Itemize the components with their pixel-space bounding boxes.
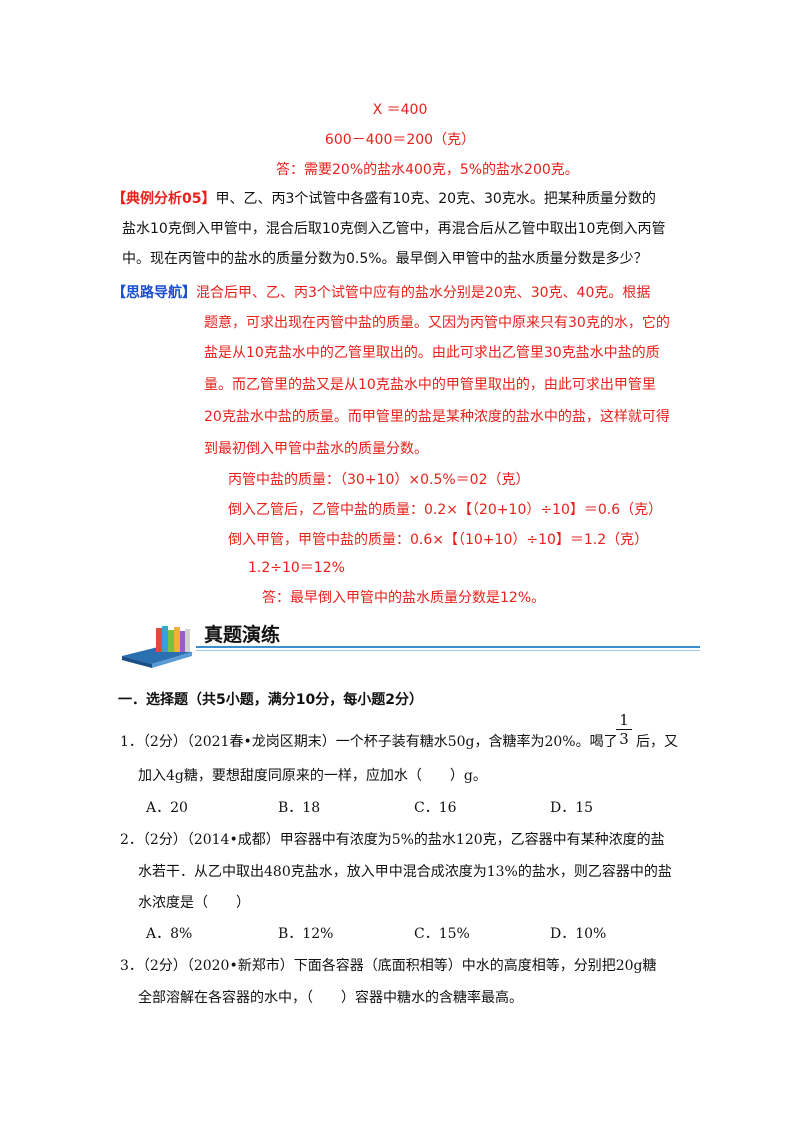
guide-calc-2: 倒入乙管后，乙管中盐的质量：0.2×【（20+10）÷10】＝0.6（克） <box>228 502 663 518</box>
q3-line-2: 全部溶解在各容器的水中，（ ）容器中糖水的含糖率最高。 <box>138 990 523 1006</box>
guide-calc-3: 倒入甲管，甲管中盐的质量：0.6×【（10+10）÷10】＝1.2（克） <box>228 532 649 548</box>
q1-line-2: 加入4g糖，要想甜度同原来的一样，应加水（ ）g。 <box>138 768 487 784</box>
q2-line-3: 水浓度是（ ） <box>138 895 250 911</box>
example-tag: 【典例分析05】 <box>112 191 216 207</box>
guide-line-1: 【思路导航】混合后甲、乙、丙3个试管中应有的盐水分别是20克、30克、40克。根… <box>112 283 650 303</box>
example-text-1: 甲、乙、丙3个试管中各盛有10克、20克、30克水。把某种质量分数的 <box>215 191 656 207</box>
q2-option-b[interactable]: B．12% <box>278 926 334 942</box>
guide-calc-4: 1.2÷10＝12% <box>248 560 345 576</box>
solution-line-subtract: 600－400＝200（克） <box>324 132 476 148</box>
q2-options: A．8% B．12% C．15% D．10% <box>0 924 800 944</box>
guide-text-6: 到最初倒入甲管中盐水的质量分数。 <box>204 441 428 457</box>
q1-line-1-tail: 后，又 <box>636 734 678 750</box>
section-rule <box>196 646 700 648</box>
part-heading: 一．选择题（共5小题，满分10分，每小题2分） <box>118 692 423 708</box>
example-line-2: 盐水10克倒入甲管中，混合后取10克倒入乙管中，再混合后从乙管中取出10克倒入丙… <box>122 221 666 237</box>
example-line-1: 【典例分析05】甲、乙、丙3个试管中各盛有10克、20克、30克水。把某种质量分… <box>112 189 656 209</box>
example-line-3: 中。现在丙管中的盐水的质量分数为0.5%。最早倒入甲管中的盐水质量分数是多少？ <box>122 251 648 267</box>
section-title: 真题演练 <box>204 624 281 646</box>
q2-option-c[interactable]: C．15% <box>414 926 470 942</box>
q2-option-a[interactable]: A．8% <box>146 926 193 942</box>
solution-line-x: X ＝400 <box>372 102 428 118</box>
guide-tag: 【思路导航】 <box>112 285 196 301</box>
q1-option-d[interactable]: D．15 <box>550 800 594 816</box>
guide-answer: 答：最早倒入甲管中的盐水质量分数是12%。 <box>262 590 546 606</box>
q1-option-c[interactable]: C．16 <box>414 800 457 816</box>
q1-fraction-numerator: 1 <box>619 711 629 729</box>
q1-option-b[interactable]: B．18 <box>278 800 321 816</box>
section-rule-light <box>196 650 700 651</box>
q1-options: A．20 B．18 C．16 D．15 <box>0 798 800 818</box>
guide-text-3: 盐是从10克盐水中的乙管里取出的。由此可求出乙管里30克盐水中盐的质 <box>204 345 660 361</box>
solution-answer: 答：需要20%的盐水400克，5%的盐水200克。 <box>276 162 579 178</box>
q3-line-1: 3．（2分）（2020•新郑市）下面各容器（底面积相等）中水的高度相等，分别把2… <box>120 958 657 974</box>
guide-text-2: 题意，可求出现在丙管中盐的质量。又因为丙管中原来只有30克的水，它的 <box>204 315 670 331</box>
q1-option-a[interactable]: A．20 <box>146 800 188 816</box>
guide-text-4: 量。而乙管里的盐又是从10克盐水中的甲管里取出的，由此可求出甲管里 <box>204 377 656 393</box>
q1-fraction-bar <box>616 729 632 730</box>
q1-fraction-denominator: 3 <box>619 730 629 748</box>
guide-text-5: 20克盐水中盐的质量。而甲管里的盐是某种浓度的盐水中的盐，这样就可得 <box>204 409 670 425</box>
books-icon <box>122 626 192 668</box>
q2-line-1: 2．（2分）（2014•成都）甲容器中有浓度为5%的盐水120克，乙容器中有某种… <box>120 832 665 848</box>
guide-calc-1: 丙管中盐的质量：（30+10）×0.5%＝02（克） <box>228 472 530 488</box>
guide-text-1: 混合后甲、乙、丙3个试管中应有的盐水分别是20克、30克、40克。根据 <box>196 285 651 301</box>
q2-line-2: 水若干．从乙中取出480克盐水，放入甲中混合成浓度为13%的盐水，则乙容器中的盐 <box>138 864 672 880</box>
q1-line-1: 1．（2分）（2021春•龙岗区期末）一个杯子装有糖水50g，含糖率为20%。喝… <box>120 734 618 750</box>
q2-option-d[interactable]: D．10% <box>550 926 607 942</box>
q1-fraction: 1 3 <box>616 712 632 747</box>
